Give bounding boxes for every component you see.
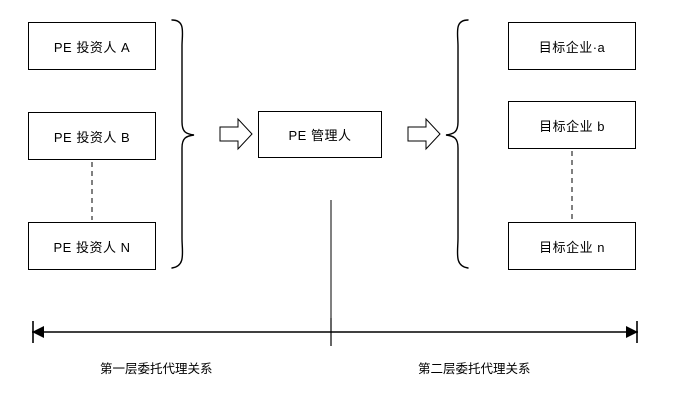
- caption-left: 第一层委托代理关系: [100, 358, 213, 377]
- target-box-b: 目标企业 b: [508, 101, 636, 149]
- target-box-a: 目标企业·a: [508, 22, 636, 70]
- caption-left-label: 第一层委托代理关系: [100, 362, 213, 376]
- block-arrow-right-left: [219, 117, 253, 151]
- target-label-a: 目标企业·a: [538, 39, 606, 55]
- manager-box: PE 管理人: [258, 111, 382, 158]
- investor-label-n: PE 投资人 N: [53, 239, 131, 255]
- caption-right: 第二层委托代理关系: [418, 358, 531, 377]
- manager-label: PE 管理人: [288, 128, 352, 143]
- axis-arrow-right: [626, 326, 638, 338]
- axis-arrow-left: [32, 326, 44, 338]
- investor-label-b: PE 投资人 B: [53, 129, 131, 145]
- investor-label-a: PE 投资人 A: [53, 39, 131, 55]
- investor-box-a: PE 投资人 A: [28, 22, 156, 70]
- curly-brace-right: [445, 19, 469, 269]
- target-label-b: 目标企业 b: [539, 118, 605, 134]
- curly-brace-left: [171, 19, 195, 269]
- target-box-n: 目标企业 n: [508, 222, 636, 270]
- investor-box-n: PE 投资人 N: [28, 222, 156, 270]
- block-arrow-right-right: [407, 117, 441, 151]
- investor-box-b: PE 投资人 B: [28, 112, 156, 160]
- caption-right-label: 第二层委托代理关系: [418, 362, 531, 376]
- target-label-n: 目标企业 n: [539, 239, 605, 255]
